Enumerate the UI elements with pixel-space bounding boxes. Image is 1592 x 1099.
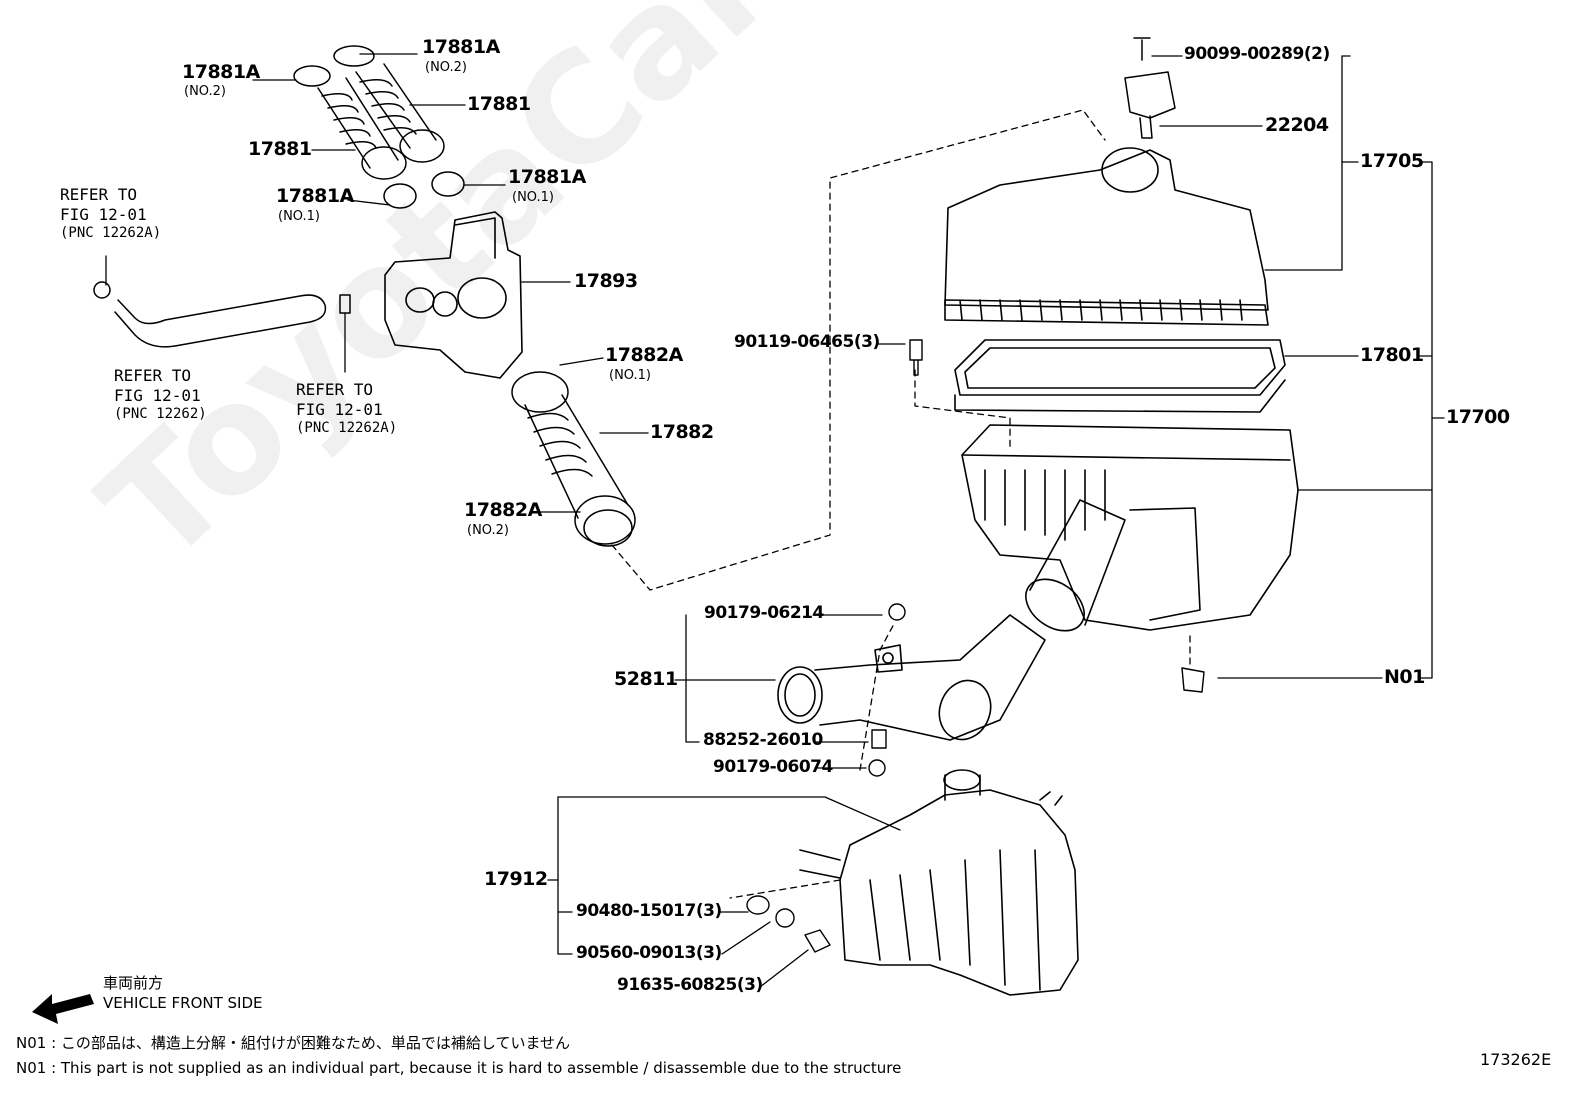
part-sublabel: (NO.2)	[467, 523, 509, 538]
filter-element-17801	[954, 339, 1286, 413]
figure-code: 173262E	[1480, 1050, 1552, 1069]
part-label: 22204	[1265, 114, 1329, 136]
part-label: 91635-60825(3)	[617, 975, 763, 995]
part-label: 17801	[1360, 344, 1424, 366]
air-cleaner-case	[961, 424, 1299, 632]
fasteners	[746, 339, 1205, 953]
part-label: 17882A	[605, 344, 683, 366]
leader-lines	[105, 53, 1445, 988]
dashed-connectors	[611, 109, 1191, 899]
duct-17893	[384, 211, 523, 379]
part-label: 90560-09013(3)	[576, 943, 722, 963]
part-label: 90179-06214	[704, 603, 824, 623]
breather-hose	[93, 281, 351, 348]
hose-17881	[293, 45, 465, 209]
direction-label-jp: 車両前方	[103, 974, 164, 992]
part-label: 90119-06465(3)	[734, 332, 880, 352]
part-label: 17912	[484, 868, 548, 890]
hose-52811	[777, 614, 1046, 741]
note-jp: N01 : この部品は、構造上分解・組付けが困難なため、単品では補給していません	[16, 1034, 571, 1052]
part-label: 17705	[1360, 150, 1424, 172]
part-label: 17881	[467, 93, 531, 115]
refer-to-note: REFER TO FIG 12-01 (PNC 12262A)	[60, 185, 162, 241]
air-cleaner-cap-17705	[944, 147, 1269, 326]
part-label: 17881A	[276, 185, 354, 207]
resonator-17912	[799, 769, 1079, 996]
part-label: 17881A	[422, 36, 500, 58]
part-label: N01	[1384, 666, 1425, 688]
arrow-left-icon	[32, 994, 94, 1024]
hose-17882	[511, 371, 636, 547]
part-label: 90179-06074	[713, 757, 833, 777]
direction-label-en: VEHICLE FRONT SIDE	[103, 994, 263, 1012]
part-label: 17881A	[508, 166, 586, 188]
part-label: 88252-26010	[703, 730, 823, 750]
refer-to-note: REFER TO FIG 12-01 (PNC 12262)	[114, 366, 207, 422]
part-label: 17882A	[464, 499, 542, 521]
part-label: 90480-15017(3)	[576, 901, 722, 921]
part-label: 17882	[650, 421, 714, 443]
part-sublabel: (NO.2)	[184, 84, 226, 99]
part-sublabel: (NO.1)	[609, 368, 651, 383]
part-label: 90099-00289(2)	[1184, 44, 1330, 64]
part-sublabel: (NO.1)	[512, 190, 554, 205]
part-sublabel: (NO.2)	[425, 60, 467, 75]
part-label: 17881	[248, 138, 312, 160]
sensor-22204	[1124, 37, 1176, 139]
refer-to-note: REFER TO FIG 12-01 (PNC 12262A)	[296, 380, 398, 436]
part-label: 52811	[614, 668, 678, 690]
part-sublabel: (NO.1)	[278, 209, 320, 224]
part-label: 17700	[1446, 406, 1510, 428]
part-label: 17881A	[182, 61, 260, 83]
part-label: 17893	[574, 270, 638, 292]
note-en: N01 : This part is not supplied as an in…	[16, 1059, 902, 1077]
